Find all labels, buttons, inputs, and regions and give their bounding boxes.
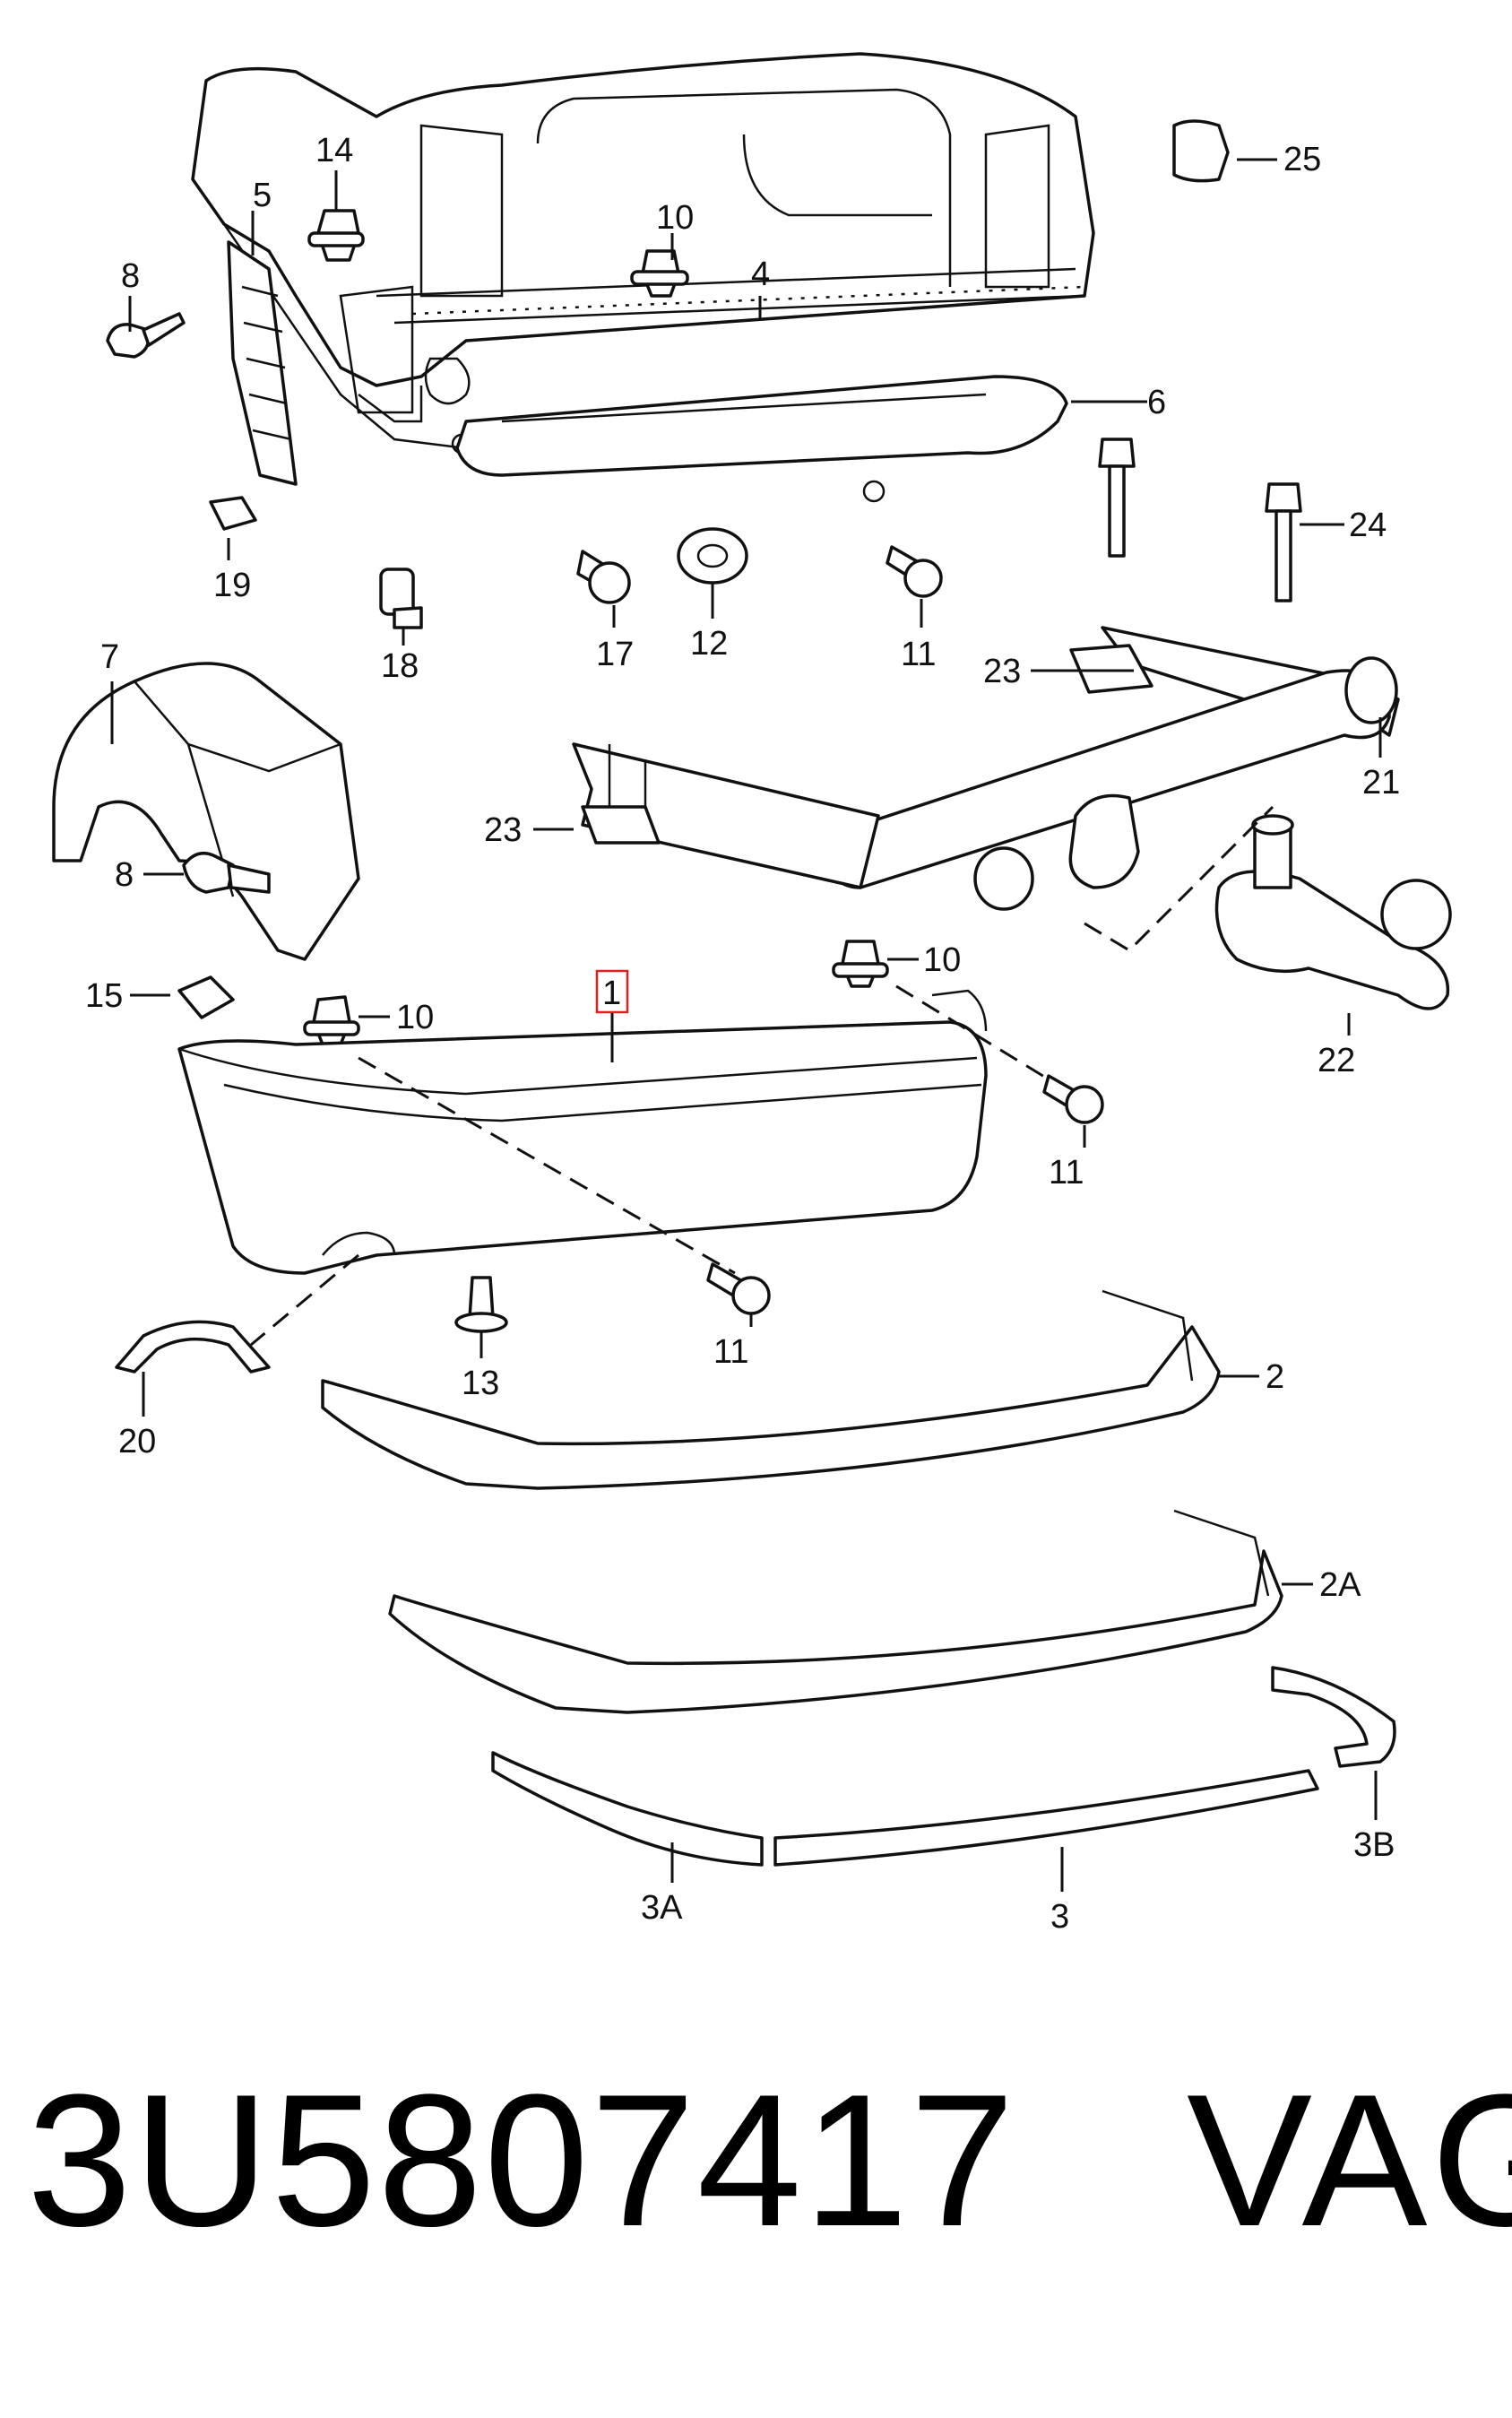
- label-10b: 10: [396, 999, 434, 1036]
- bolt-24: [1265, 482, 1302, 602]
- part-7-wheel-arch: [52, 662, 360, 961]
- label-5: 5: [253, 177, 272, 214]
- fastener-10-left: [303, 995, 360, 1046]
- part-number: 3U5807417: [27, 2055, 1016, 2266]
- label-10c: 10: [923, 941, 961, 979]
- label-7: 7: [100, 638, 119, 676]
- label-6: 6: [1147, 384, 1166, 421]
- bolt-11-mid: [1042, 1074, 1104, 1124]
- bracket-20: [115, 1320, 271, 1374]
- label-2: 2: [1266, 1358, 1284, 1396]
- label-4: 4: [751, 256, 770, 293]
- stud-13: [454, 1276, 508, 1333]
- part-3a-trim: [491, 1751, 764, 1867]
- brand-name: VAG: [1187, 2055, 1512, 2266]
- label-11c: 11: [713, 1333, 748, 1371]
- bumper-dash-1: [358, 1056, 736, 1275]
- bolt-11-top: [886, 545, 943, 598]
- ball-head-dash: [1084, 805, 1274, 952]
- part-5-side-panel: [227, 240, 298, 486]
- bolt-11-low: [706, 1262, 771, 1315]
- part-3-trim: [773, 1769, 1319, 1867]
- part-1-bumper: [177, 989, 988, 1275]
- leader-lines: [110, 158, 1382, 1892]
- plate-23-lower: [581, 805, 661, 845]
- label-19: 19: [213, 567, 251, 604]
- bolt-vertical-left: [1098, 438, 1136, 558]
- label-1: 1: [602, 975, 621, 1012]
- label-13: 13: [462, 1365, 499, 1402]
- label-8b: 8: [115, 856, 134, 894]
- label-3b: 3B: [1353, 1826, 1395, 1864]
- label-10a: 10: [656, 199, 694, 237]
- grommet-12: [677, 527, 748, 585]
- label-11b: 11: [1049, 1154, 1084, 1192]
- fastener-14: [307, 209, 365, 262]
- label-25: 25: [1283, 141, 1321, 178]
- bumper-dash-3: [895, 984, 1058, 1087]
- exploded-parts-diagram: 14 5 8 10 4 6 25 19 18 17 12 11 23 24 21…: [52, 52, 1452, 1936]
- label-21: 21: [1362, 764, 1400, 802]
- clip-19: [209, 496, 257, 531]
- label-11a: 11: [901, 636, 936, 673]
- label-24: 24: [1349, 507, 1387, 544]
- part-2-trim: [321, 1289, 1221, 1490]
- bumper-dash-2: [250, 1253, 359, 1347]
- fastener-10-top: [630, 249, 689, 298]
- label-8a: 8: [121, 257, 140, 295]
- bolt-8-top: [106, 312, 186, 359]
- label-18: 18: [381, 647, 419, 685]
- label-12: 12: [690, 625, 728, 663]
- label-3a: 3A: [641, 1889, 683, 1927]
- label-22: 22: [1318, 1042, 1355, 1079]
- label-17: 17: [596, 636, 634, 673]
- bolt-17: [576, 550, 631, 604]
- part-3b-trim: [1271, 1666, 1396, 1768]
- bolt-8-lower: [182, 851, 271, 894]
- part-info-footer: 3U5807417 VAG: [27, 2053, 1512, 2268]
- part-21-towbar: [572, 626, 1400, 911]
- clip-15: [177, 975, 235, 1019]
- highlight-box-1: [595, 969, 629, 1014]
- plate-23-upper: [1069, 644, 1153, 694]
- label-3: 3: [1050, 1898, 1069, 1936]
- part-22-ball-head: [1214, 814, 1452, 1010]
- label-23a: 23: [983, 653, 1021, 690]
- callout-labels: 14 5 8 10 4 6 25 19 18 17 12 11 23 24 21…: [85, 132, 1400, 1936]
- label-20: 20: [118, 1423, 156, 1460]
- car-rear-body: [191, 52, 1095, 455]
- label-23b: 23: [484, 811, 522, 849]
- part-6-bracket: [455, 375, 1068, 503]
- label-15: 15: [85, 977, 123, 1015]
- part-2a-trim: [388, 1509, 1283, 1714]
- label-14: 14: [315, 132, 353, 169]
- fastener-10-right: [832, 940, 889, 988]
- label-2a: 2A: [1319, 1566, 1361, 1604]
- part-25: [1172, 119, 1230, 183]
- plug-18: [379, 568, 423, 629]
